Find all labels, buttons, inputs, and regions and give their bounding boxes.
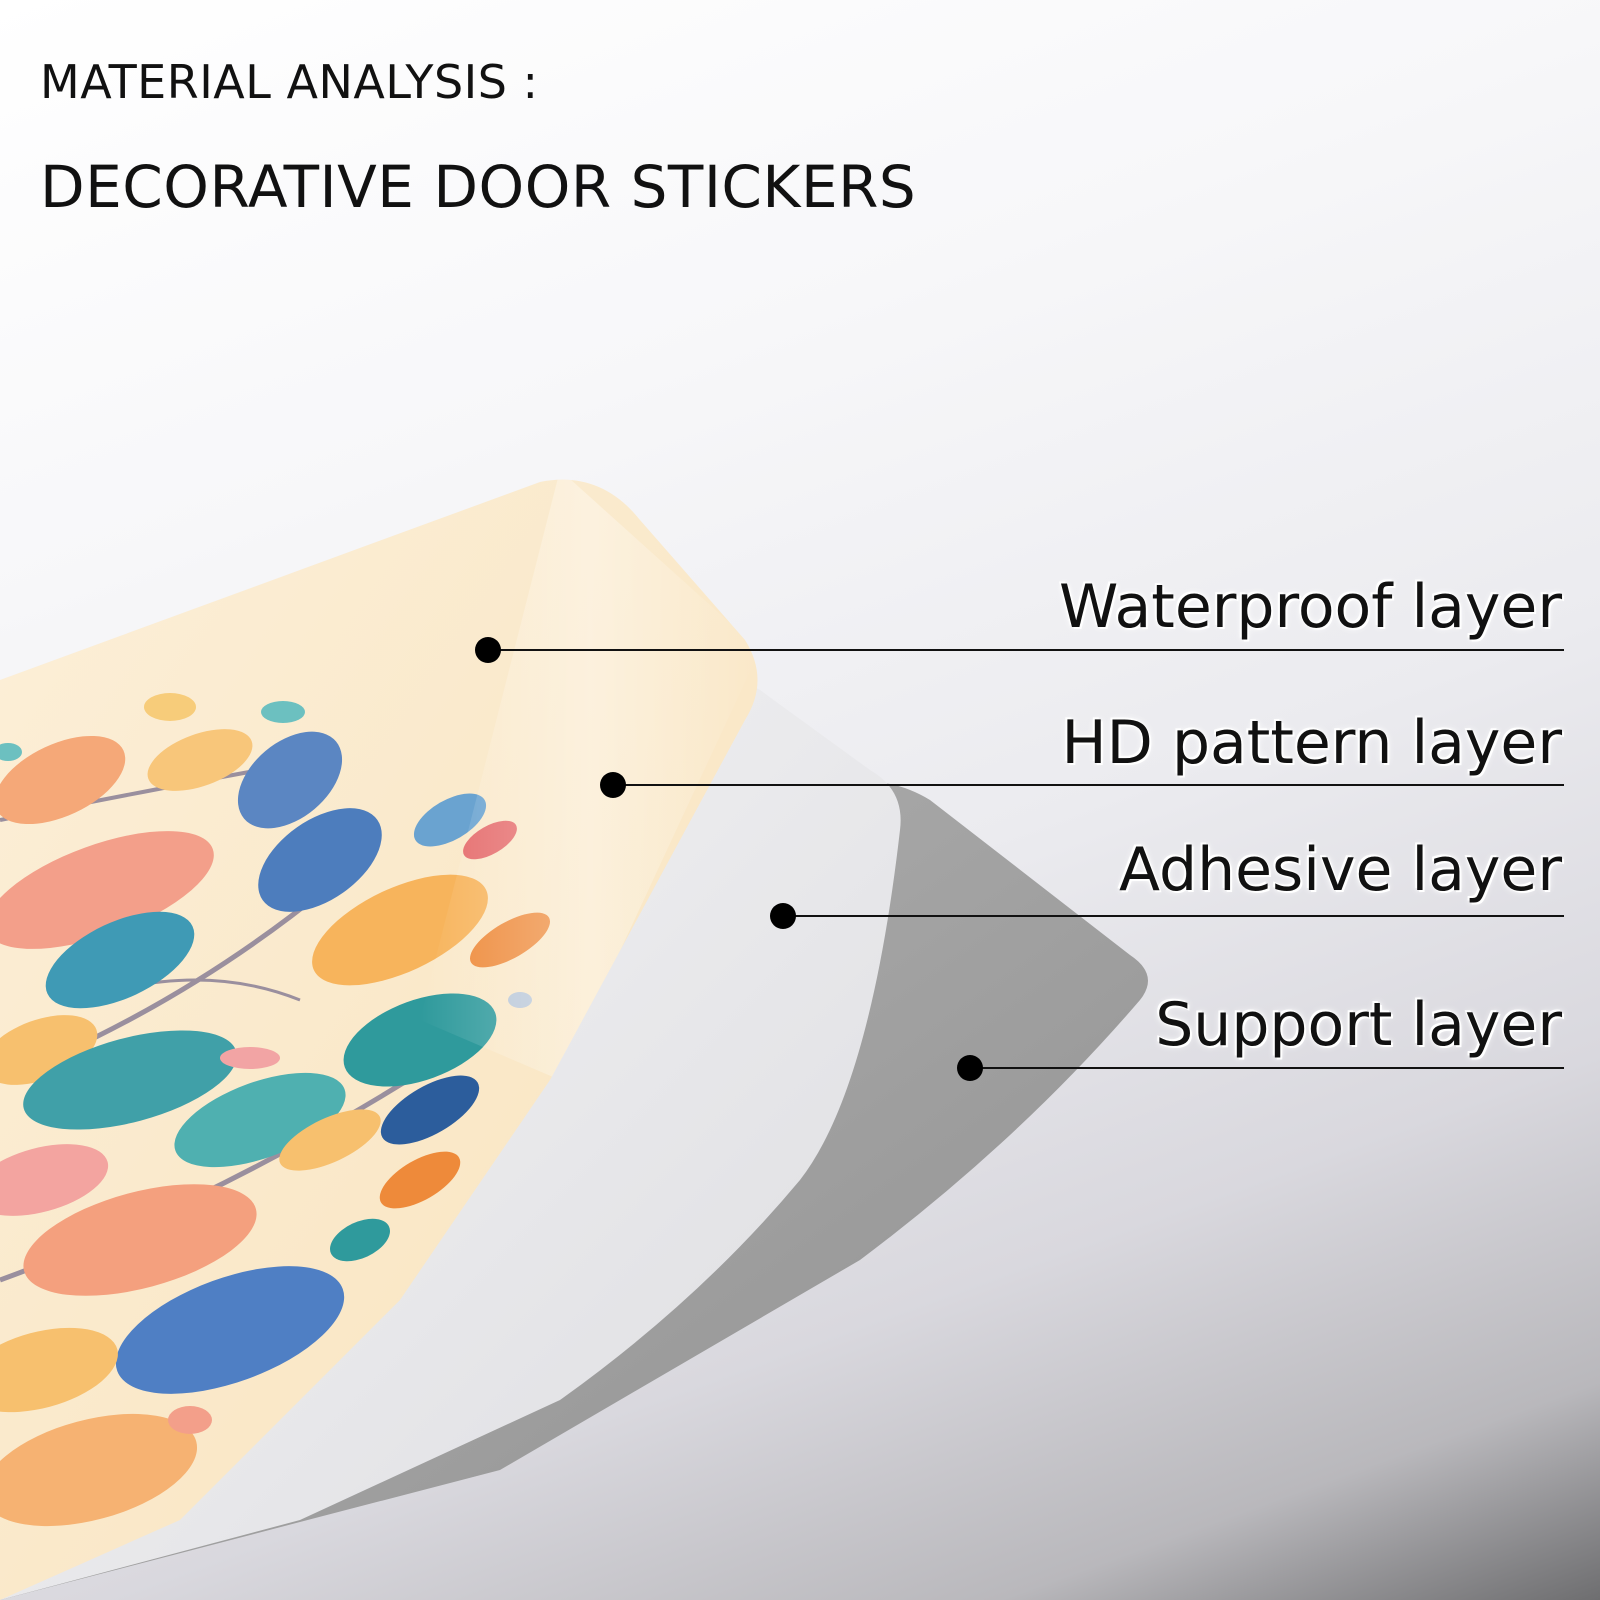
label-hd-pattern-layer: HD pattern layer [1061, 708, 1562, 778]
label-adhesive-layer: Adhesive layer [1119, 835, 1562, 905]
title-line-1: MATERIAL ANALYSIS : [40, 55, 539, 109]
title-block: MATERIAL ANALYSIS : DECORATIVE DOOR STIC… [40, 52, 916, 222]
leader-dot-support [957, 1055, 983, 1081]
callout-leaders [475, 637, 1564, 1081]
label-waterproof-layer: Waterproof layer [1059, 572, 1562, 642]
label-support-layer: Support layer [1155, 990, 1562, 1060]
title-line-2: DECORATIVE DOOR STICKERS [40, 153, 917, 221]
leader-dot-waterproof [475, 637, 501, 663]
leader-dot-adhesive [770, 903, 796, 929]
leader-dot-hd-pattern [600, 772, 626, 798]
hd-pattern-sheet [0, 479, 758, 1600]
